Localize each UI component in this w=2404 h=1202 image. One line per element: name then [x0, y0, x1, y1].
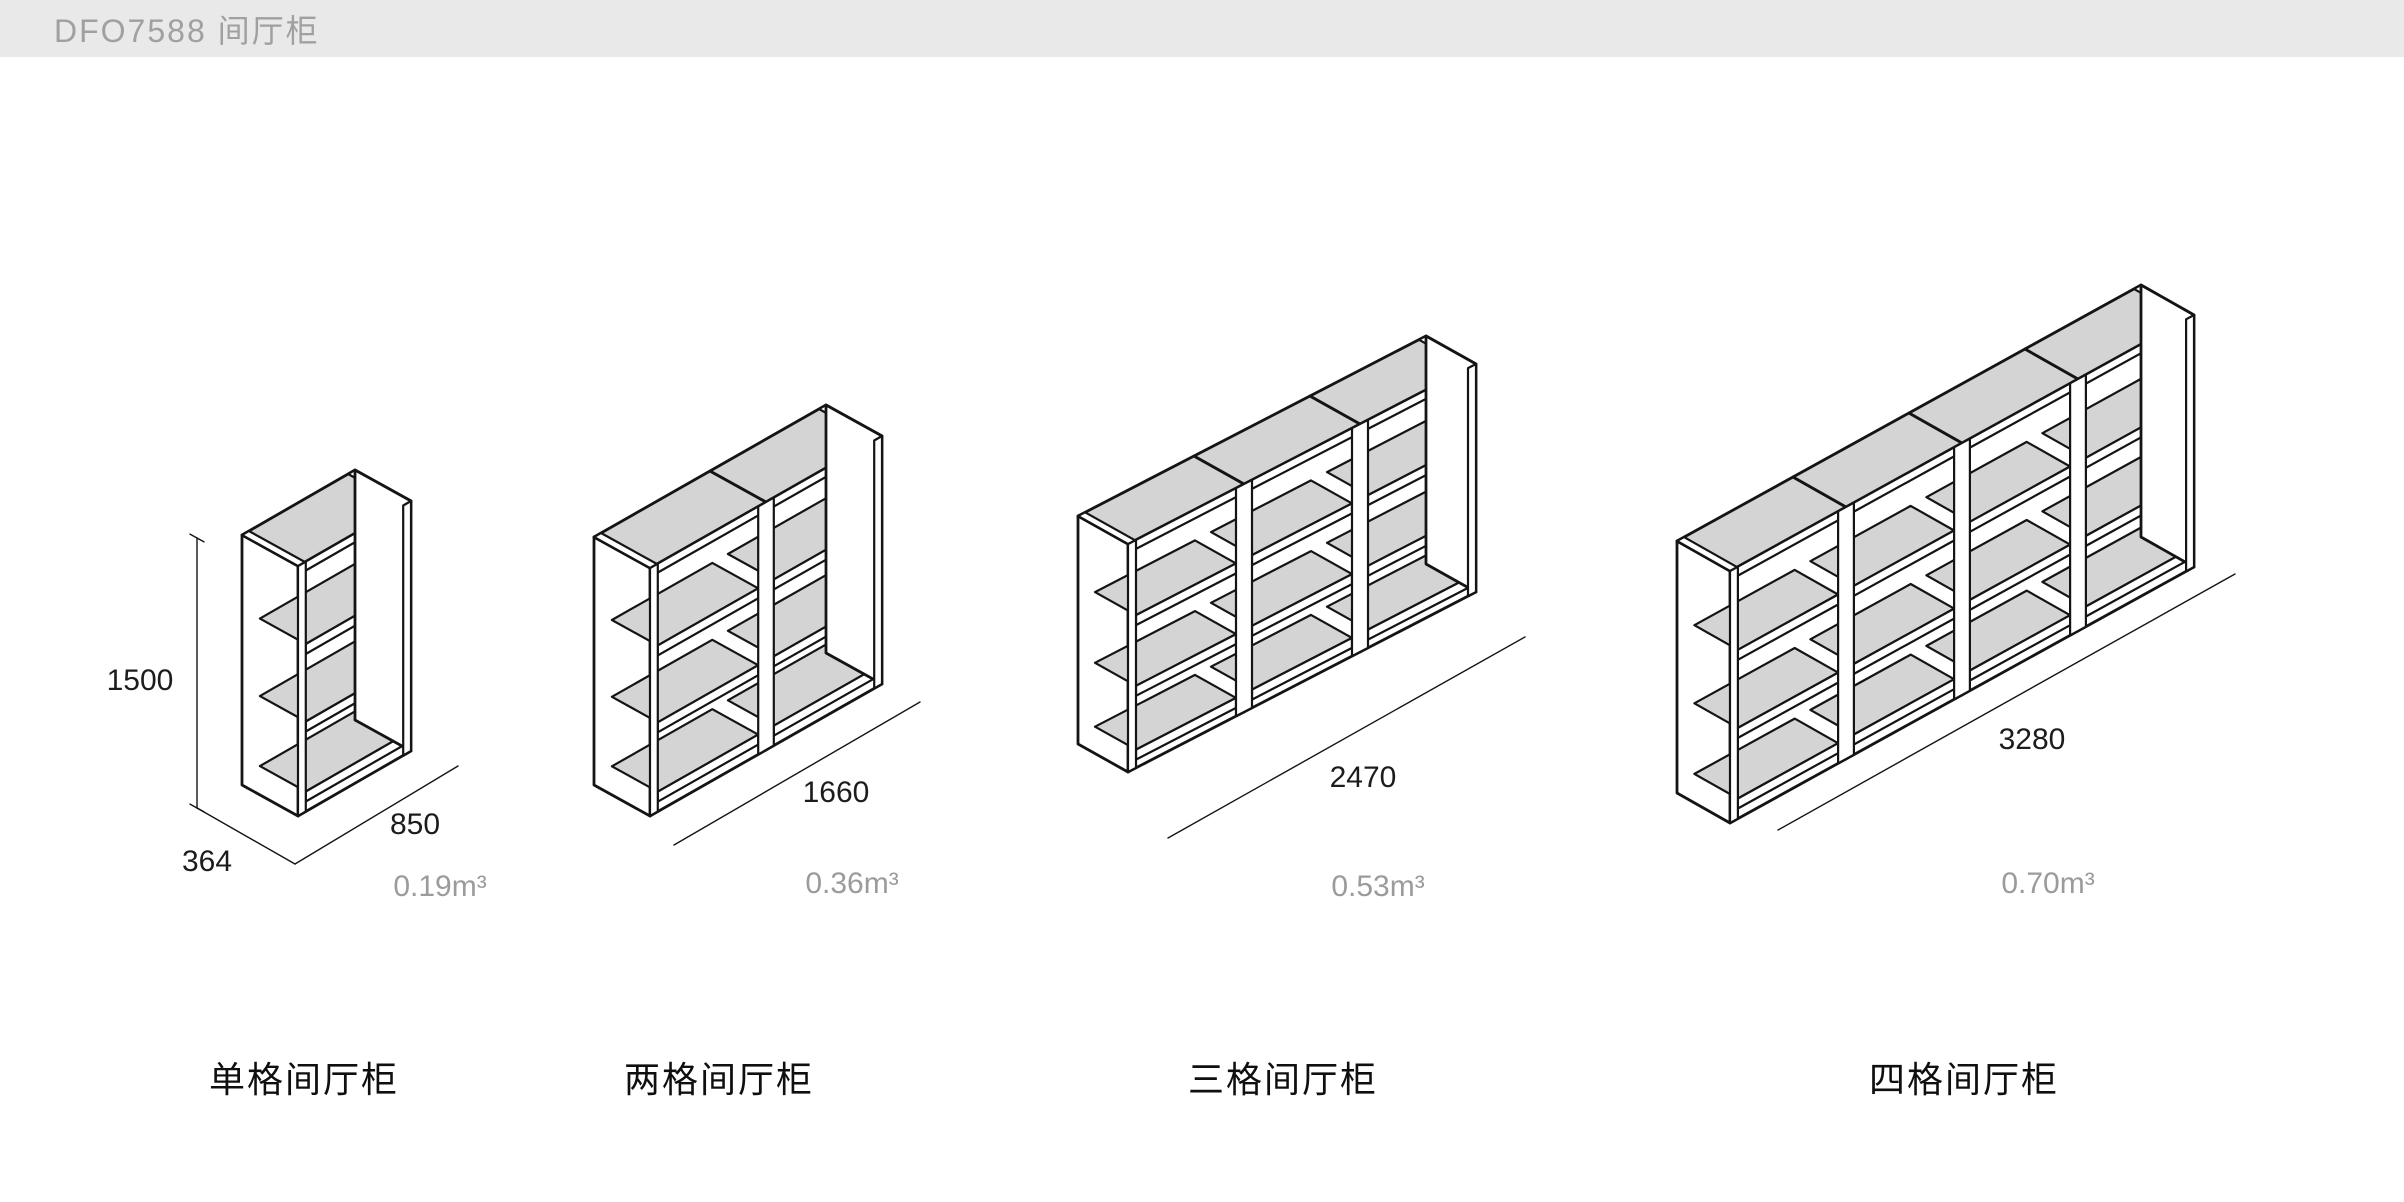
cab4-divider-band [1952, 437, 1972, 701]
cab2-right-edge-band [873, 434, 884, 690]
cab3-divider-band [1234, 478, 1254, 718]
cab3-divider-band [1350, 418, 1370, 658]
cab1-right-edge-band [402, 499, 413, 757]
cab1-left-edge-band [296, 560, 307, 818]
cab1-left-top-band [240, 529, 306, 568]
volume-label: 0.19m³ [393, 870, 487, 903]
cab3-right-edge-band [1466, 362, 1478, 598]
cab3-dimension-line [1167, 636, 1526, 839]
cab2-dimension-line [673, 701, 921, 846]
depth-dimension-label: 364 [181, 845, 233, 878]
cabinet-name-label: 单格间厅柜 [208, 1059, 400, 1100]
cab3-bottom-edge [1126, 710, 1246, 774]
volume-label: 0.53m³ [1331, 870, 1425, 903]
width-dimension-label: 1660 [802, 776, 870, 809]
cab1-dimension-line [196, 807, 296, 865]
cab2-bottom-edge [764, 682, 884, 752]
cab4-right-edge-band [2185, 313, 2196, 573]
width-dimension-label: 3280 [1998, 723, 2066, 756]
cab4-bottom-edge [2076, 565, 2196, 633]
cab3-bottom-edge [1242, 650, 1362, 714]
cab4-divider-band [1836, 501, 1856, 765]
width-dimension-label: 850 [389, 808, 441, 841]
page-title: DFO7588 间厅柜 [54, 12, 320, 49]
cab4-dimension-line [1777, 573, 2236, 831]
cab4-left-top-band [1675, 535, 1739, 573]
cab2-left-top-band [592, 531, 659, 570]
cab2-bottom-edge [648, 748, 768, 818]
volume-label: 0.70m³ [2001, 867, 2095, 900]
cab4-bottom-edge [1960, 629, 2080, 697]
cab1-dimension-line [294, 765, 459, 865]
cab3-bottom-edge [1358, 590, 1478, 654]
width-dimension-label: 2470 [1329, 761, 1397, 794]
cab4-divider-band [2069, 373, 2087, 637]
cabinet-name-label: 两格间厅柜 [623, 1059, 815, 1100]
volume-label: 0.36m³ [805, 867, 899, 900]
cab4-bottom-edge [1844, 693, 1964, 761]
cab2-left-edge-band [648, 562, 659, 818]
cab1-dimension-tick [189, 533, 205, 543]
cab4-bottom-edge [1728, 757, 1848, 825]
cab1-dimension-tick [189, 803, 205, 813]
cabinet-name-label: 三格间厅柜 [1187, 1059, 1379, 1100]
cab1-bottom-edge [296, 749, 413, 818]
cab2-divider-band [757, 496, 775, 756]
height-dimension-label: 1500 [106, 664, 174, 697]
header-bar: DFO7588 间厅柜 [0, 0, 2404, 57]
cabinet-name-label: 四格间厅柜 [1868, 1059, 2060, 1100]
cab3-left-edge-band [1126, 538, 1138, 774]
cab3-left-top-band [1076, 511, 1137, 546]
cab4-left-edge-band [1728, 565, 1740, 825]
